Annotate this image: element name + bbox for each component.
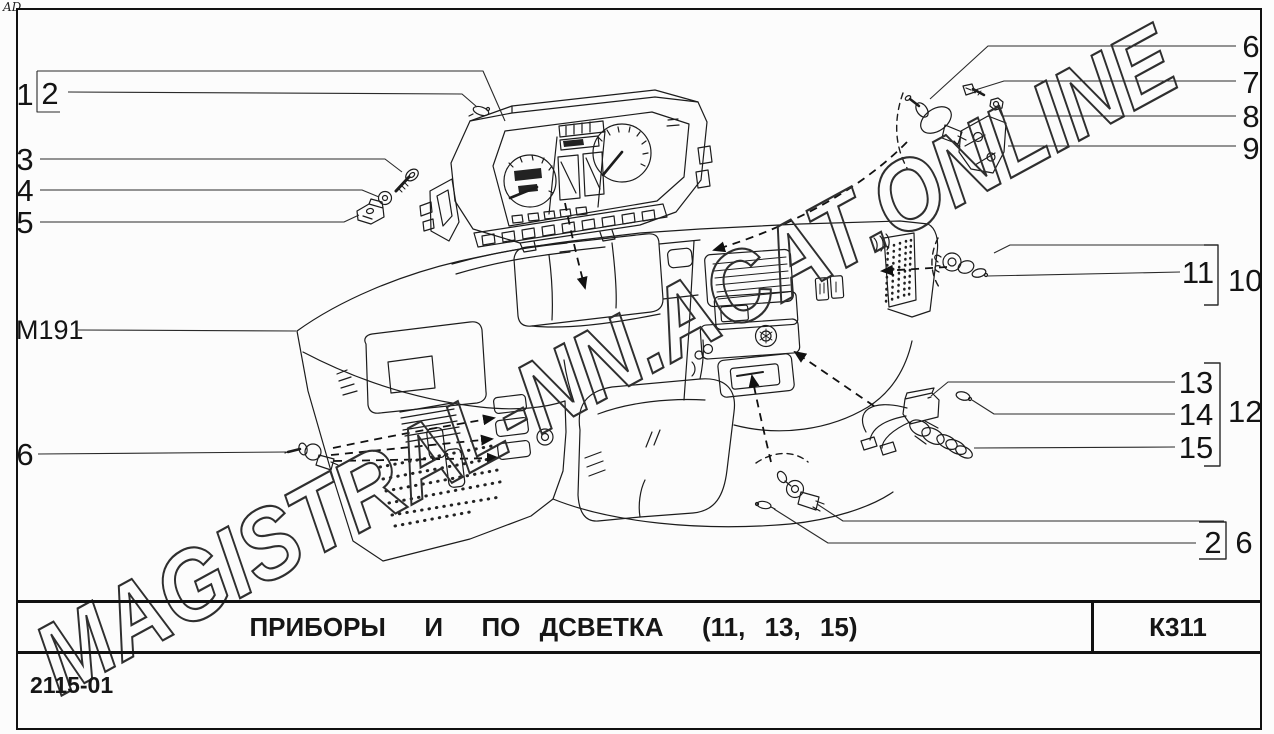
title-block: ПРИБОРЫ И ПО ДСВЕТКА (11, 13, 15) К311	[16, 600, 1262, 654]
sheet-code: К311	[1149, 611, 1207, 642]
callout-7: 7	[1242, 65, 1260, 100]
callout-3: 3	[16, 142, 34, 177]
callout-10: 10	[1228, 263, 1263, 298]
callout-5: 5	[16, 205, 34, 240]
leader-lines	[36, 45, 1236, 560]
callout-15: 15	[1178, 430, 1214, 465]
title-divider	[1091, 603, 1094, 651]
instrument-cluster-drawing	[419, 89, 713, 253]
callout-4: 4	[16, 173, 34, 208]
callout-12: 12	[1228, 394, 1263, 429]
model-code: 2115-01	[30, 672, 114, 698]
callout-2: 2	[41, 76, 59, 111]
callout-9: 9	[1242, 131, 1260, 166]
callout-6-top: 6	[1242, 29, 1260, 64]
callout-1: 1	[16, 77, 34, 112]
callout-6-bottom: 6	[1235, 525, 1253, 560]
callout-8: 8	[1242, 99, 1260, 134]
installation-arrows	[330, 141, 948, 464]
callout-14: 14	[1178, 397, 1214, 432]
callout-6-left: 6	[16, 437, 34, 472]
dashboard-drawing	[296, 220, 939, 562]
callout-13: 13	[1178, 365, 1214, 400]
callout-m191: M191	[16, 315, 84, 345]
callout-2-bottom: 2	[1204, 525, 1222, 560]
loose-parts-drawing	[284, 83, 1007, 512]
callout-11: 11	[1181, 255, 1215, 290]
diagram-title: ПРИБОРЫ И ПО ДСВЕТКА (11, 13, 15)	[249, 611, 858, 642]
page-border	[16, 8, 1262, 730]
